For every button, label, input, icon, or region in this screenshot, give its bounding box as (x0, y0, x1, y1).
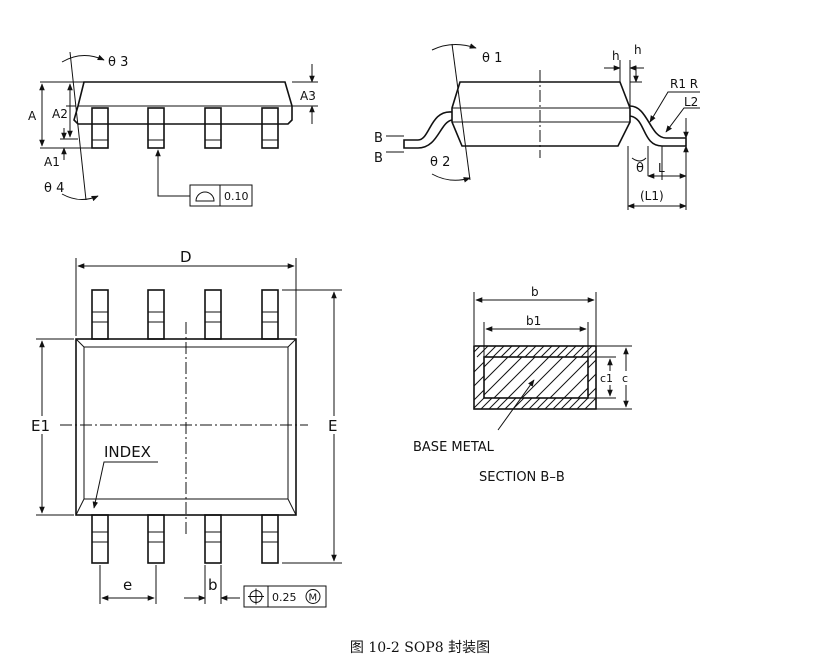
base-metal-hatch (484, 357, 588, 398)
radius-leader (649, 91, 700, 123)
side-extension-lines (40, 51, 318, 201)
dim-l2-label: L2 (684, 95, 698, 109)
dim-b1-label: b1 (526, 314, 541, 328)
left-gull-wing-lead (403, 111, 453, 149)
flatness-leader (155, 149, 190, 197)
dim-lead-width-label: b (208, 576, 218, 594)
flatness-callout: 0.10 (189, 184, 253, 207)
mmc-icon (305, 589, 321, 604)
index-label: INDEX (104, 443, 151, 461)
position-tolerance-value: 0.25 (272, 591, 297, 604)
theta3-arc (61, 54, 105, 63)
dim-a1-label: A1 (44, 155, 60, 169)
dim-h-label-2: h (634, 43, 642, 57)
dim-c1-label: c1 (600, 372, 613, 385)
theta4-label: θ 4 (44, 181, 64, 196)
theta2-arc (431, 173, 471, 183)
top-leads-upper (91, 289, 279, 340)
dim-l-label: L (658, 161, 665, 175)
dim-b-label: b (531, 285, 539, 299)
l2-leader (665, 107, 700, 133)
dim-a-label: A (28, 109, 37, 123)
side-leads (91, 107, 279, 149)
flatness-tolerance: 0.10 (224, 190, 249, 203)
top-leads-lower (91, 514, 279, 564)
dim-l1-label: (L1) (640, 189, 664, 203)
section-title: SECTION B–B (479, 470, 565, 485)
base-metal-leader (497, 379, 535, 431)
index-leader (92, 461, 158, 509)
dim-a2-label: A2 (52, 107, 68, 121)
right-gull-wing-lead (629, 105, 687, 147)
top-view: D E1 E INDEX e b 0.25 (30, 248, 344, 608)
theta2-label: θ 2 (430, 155, 450, 170)
dim-d-label: D (180, 248, 192, 266)
theta1-arc (431, 43, 477, 51)
side-body-outline (73, 81, 293, 125)
side-view-right: B B θ 1 θ 2 h h R1 R L2 θ L (L1) (374, 43, 700, 210)
theta-label: θ (636, 161, 644, 176)
dim-c-label: c (622, 372, 628, 385)
radius-label: R1 R (670, 77, 698, 91)
theta1-label: θ 1 (482, 51, 502, 66)
theta4-arc (61, 193, 99, 202)
figure-caption: 图 10-2 SOP8 封装图 (349, 640, 491, 656)
mmc-label: M (309, 593, 318, 604)
section-b-top-label: B (374, 131, 383, 146)
plating-hatch (473, 345, 597, 410)
position-tolerance-callout: 0.25 M (243, 585, 327, 608)
section-outer (473, 345, 597, 410)
dim-h-label-1: h (612, 49, 620, 63)
side-view-left: θ 3 θ 4 A A2 A1 A3 0.10 (28, 51, 318, 207)
flatness-icon (195, 191, 215, 202)
section-b-bottom-label: B (374, 151, 383, 166)
right-body-outline (451, 81, 631, 147)
base-metal-label: BASE METAL (413, 440, 495, 455)
theta-arc (631, 157, 647, 162)
dim-a3-label: A3 (300, 89, 316, 103)
dim-pitch-label: e (123, 576, 132, 594)
dim-e-label: E (328, 417, 337, 435)
theta3-label: θ 3 (108, 55, 128, 70)
dim-e1-label: E1 (31, 417, 50, 435)
section-view: b b1 (413, 285, 632, 485)
